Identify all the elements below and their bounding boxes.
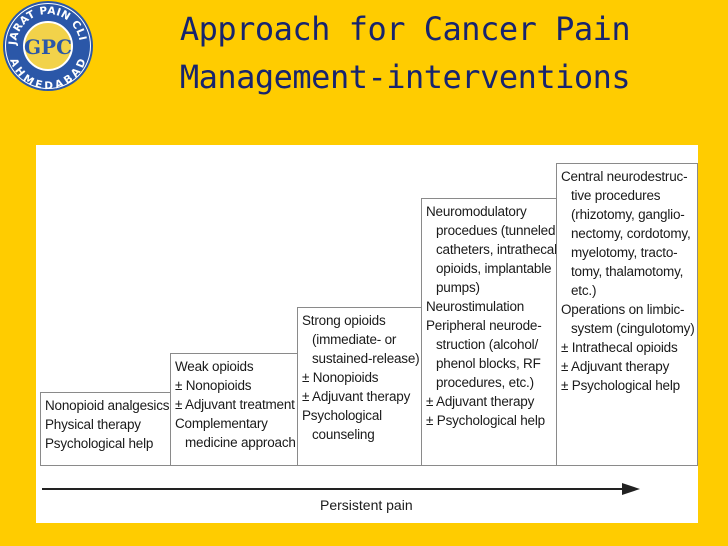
step-5-line: ± Adjuvant therapy <box>561 359 670 374</box>
step-4-line: opioids, implantable <box>436 261 552 276</box>
step-5-line: tive procedures <box>571 188 661 203</box>
step-5-line: Central neurodestruc- <box>561 169 688 184</box>
step-3-line: (immediate- or <box>312 332 397 347</box>
step-4-line: pumps) <box>436 280 480 295</box>
step-4-line: Neuromodulatory <box>426 204 527 219</box>
step-5-line: ± Psychological help <box>561 378 680 393</box>
logo-monogram: GPC <box>24 35 72 59</box>
step-5-line: myelotomy, tracto- <box>571 245 678 260</box>
step-4-line: ± Adjuvant therapy <box>426 394 535 409</box>
arrow-right-icon <box>622 483 640 495</box>
step-5-line: (rhizotomy, ganglio- <box>571 207 685 222</box>
step-5-line: nectomy, cordotomy, <box>571 226 691 241</box>
step-4-line: Peripheral neurode- <box>426 318 542 333</box>
step-4-line: ± Psychological help <box>426 413 545 428</box>
step-1-line: Physical therapy <box>45 417 141 432</box>
step-4-box: Neuromodulatory procedues (tunneled cath… <box>421 198 557 466</box>
step-3-line: sustained-release) <box>312 351 420 366</box>
gujarat-pain-clinic-logo: GUJARAT PAIN CLINIC AHMEDABAD GPC <box>2 0 93 92</box>
step-2-line: ± Adjuvant treatment <box>175 397 295 412</box>
step-4-line: procedures, etc.) <box>436 375 534 390</box>
step-1-box: Nonopioid analgesics Physical therapy Ps… <box>40 392 171 466</box>
step-3-line: ± Nonopioids <box>302 370 379 385</box>
step-5-line: tomy, thalamotomy, <box>571 264 684 279</box>
step-5-line: etc.) <box>571 283 597 298</box>
slide-title-line2: Management-interventions <box>179 58 631 96</box>
step-3-line: counseling <box>312 427 375 442</box>
step-3-line: ± Adjuvant therapy <box>302 389 411 404</box>
step-2-line: ± Nonopioids <box>175 378 252 393</box>
step-5-line: Operations on limbic- <box>561 302 685 317</box>
step-5-box: Central neurodestruc- tive procedures (r… <box>556 163 698 466</box>
persistent-pain-axis-line <box>42 488 624 490</box>
step-3-line: Psychological <box>302 408 382 423</box>
slide-title-line1: Approach for Cancer Pain <box>179 10 631 48</box>
axis-label: Persistent pain <box>320 497 413 513</box>
step-3-box: Strong opioids (immediate- or sustained-… <box>297 307 422 466</box>
step-2-line: medicine approach <box>185 435 296 450</box>
step-4-line: procedues (tunneled <box>436 223 556 238</box>
step-4-line: Neurostimulation <box>426 299 525 314</box>
step-3-line: Strong opioids <box>302 313 386 328</box>
step-1-line: Nonopioid analgesics <box>45 398 170 413</box>
step-2-line: Weak opioids <box>175 359 254 374</box>
step-4-line: struction (alcohol/ <box>436 337 538 352</box>
step-5-line: system (cingulotomy) <box>571 321 695 336</box>
step-4-line: phenol blocks, RF <box>436 356 541 371</box>
step-2-line: Complementary <box>175 416 268 431</box>
step-1-line: Psychological help <box>45 436 154 451</box>
step-2-box: Weak opioids ± Nonopioids ± Adjuvant tre… <box>170 353 298 466</box>
step-4-line: catheters, intrathecal <box>436 242 557 257</box>
step-5-line: ± Intrathecal opioids <box>561 340 678 355</box>
